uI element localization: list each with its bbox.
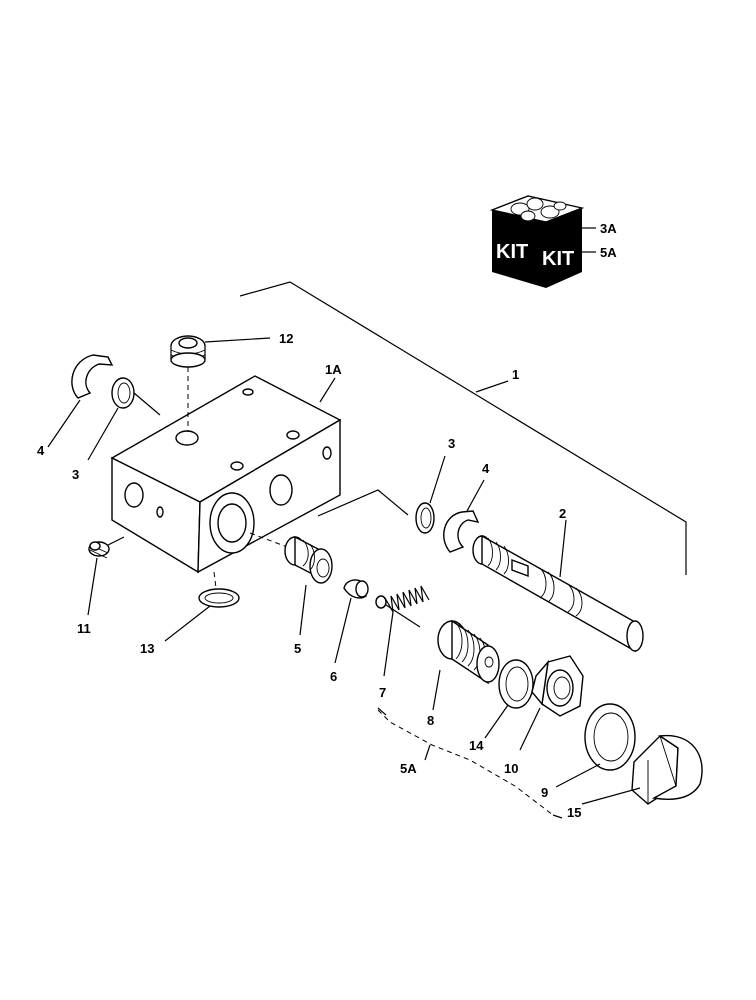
- callout-14: 14: [469, 738, 484, 753]
- callout-8: 8: [427, 713, 434, 728]
- kit-text-right: KIT: [542, 248, 574, 270]
- callout-7: 7: [379, 685, 386, 700]
- callout-4-left: 4: [37, 443, 45, 458]
- callout-15: 15: [567, 805, 581, 820]
- callout-3-left: 3: [72, 467, 79, 482]
- adjusting-screw-part-8: [437, 619, 500, 685]
- washer-left: [111, 377, 135, 409]
- kit-label-5a: 5A: [600, 245, 617, 260]
- valve-body: [110, 375, 342, 574]
- callout-12: 12: [279, 331, 293, 346]
- washer-part-9: [584, 703, 636, 771]
- set-screw-part-11: [88, 541, 110, 559]
- kit-box-icon: KIT KIT: [489, 195, 585, 288]
- callout-1: 1: [512, 367, 519, 382]
- callout-2: 2: [559, 506, 566, 521]
- callout-10: 10: [504, 761, 518, 776]
- acorn-nut-part-15: [631, 734, 703, 805]
- callout-13: 13: [140, 641, 154, 656]
- hex-nut-part-10: [531, 655, 584, 717]
- callout-1a: 1A: [325, 362, 342, 377]
- spool-part-2: [472, 534, 644, 653]
- valve-seat-part-5: [284, 535, 333, 584]
- clip-ring-right-icon: [443, 510, 480, 553]
- callout-3-right: 3: [448, 436, 455, 451]
- clip-ring-left-icon: [71, 354, 114, 399]
- callout-5a: 5A: [400, 761, 417, 776]
- plug-part-12: [170, 335, 206, 368]
- callout-6: 6: [330, 669, 337, 684]
- callout-5: 5: [294, 641, 301, 656]
- kit-text-left: KIT: [496, 241, 528, 263]
- callout-11: 11: [77, 621, 91, 636]
- callout-4-right: 4: [482, 461, 490, 476]
- spring-part-7: [375, 585, 430, 628]
- callout-9: 9: [541, 785, 548, 800]
- o-ring-part-13: [198, 588, 240, 608]
- kit-label-3a: 3A: [600, 221, 617, 236]
- poppet-part-6: [343, 579, 369, 599]
